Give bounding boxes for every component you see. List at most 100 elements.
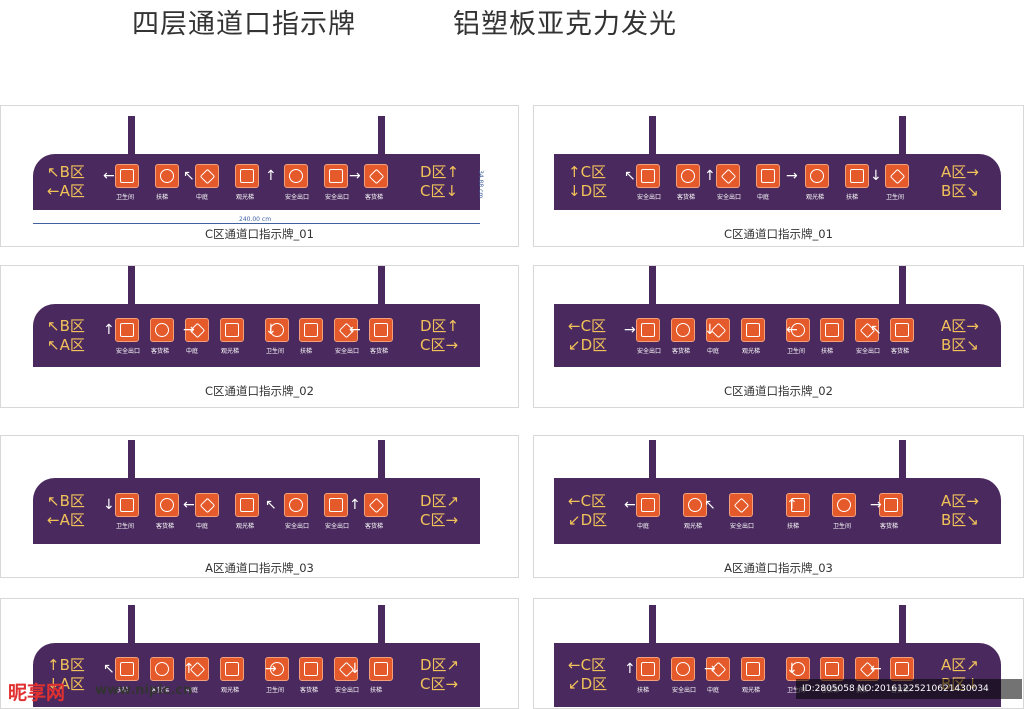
zone-label: ↙D区	[568, 675, 608, 693]
pictogram-label: 中庭	[186, 687, 199, 694]
pictogram-label: 客货梯	[672, 348, 691, 355]
direction-arrow-icon: ↑	[103, 322, 115, 338]
pictogram-glyph-icon	[733, 497, 749, 513]
pictogram-label: 安全出口	[285, 523, 310, 530]
pictogram-icon	[855, 318, 879, 342]
sign-post	[378, 116, 385, 156]
pictogram-icon	[364, 164, 388, 188]
direction-arrow-icon: →	[349, 168, 361, 184]
pictogram-glyph-icon	[889, 168, 905, 184]
pictogram-label: 扶梯	[637, 687, 650, 694]
pictogram-label: 中庭	[707, 348, 720, 355]
zone-label: ↑C区	[568, 163, 607, 181]
zone-label: ←C区	[568, 492, 607, 510]
direction-arrow-icon: ↓	[786, 661, 798, 677]
pictogram-icon	[676, 164, 700, 188]
pictogram-glyph-icon	[160, 169, 174, 183]
pictogram-icon	[890, 318, 914, 342]
zone-label: D区↑	[420, 316, 460, 335]
height-dimension: 34.88 cm	[477, 170, 484, 199]
pictogram-glyph-icon	[850, 169, 864, 183]
pictogram-label: 扶梯	[370, 687, 383, 694]
pictogram-icon	[220, 318, 244, 342]
pictogram-label: 中庭	[186, 348, 199, 355]
sign-caption: C区通道口指示牌_01	[205, 227, 314, 241]
pictogram-label: 安全出口	[637, 194, 662, 201]
pictogram-glyph-icon	[791, 323, 805, 337]
pictogram-label: 安全出口	[325, 523, 350, 530]
zones-left: ↖B区←A区	[47, 154, 85, 210]
zone-label: ↖A区	[47, 335, 85, 354]
direction-arrow-icon: ↖	[624, 168, 636, 184]
pictogram-glyph-icon	[304, 662, 318, 676]
pictogram-glyph-icon	[761, 169, 775, 183]
pictogram-glyph-icon	[368, 497, 384, 513]
direction-arrow-icon: ←	[103, 168, 115, 184]
pictogram-glyph-icon	[791, 498, 805, 512]
zone-label: ↖B区	[47, 163, 85, 181]
pictogram-label: 扶梯	[846, 194, 859, 201]
zone-label: ←A区	[47, 511, 85, 529]
pictogram-icon	[265, 657, 289, 681]
pictogram-glyph-icon	[225, 323, 239, 337]
pictogram-glyph-icon	[120, 498, 134, 512]
pictogram-label: 卫生间	[833, 523, 852, 530]
pictogram-icon	[195, 164, 219, 188]
pictogram-label: 扶梯	[787, 523, 800, 530]
direction-arrow-icon: ↑	[704, 168, 716, 184]
pictogram-label: 中庭	[196, 523, 209, 530]
pictogram-glyph-icon	[720, 168, 736, 184]
zone-label: B区↘	[941, 335, 979, 354]
zones-left: ↑C区↓D区	[568, 154, 607, 210]
direction-arrow-icon: ↖	[704, 497, 716, 513]
direction-arrow-icon: ←	[786, 322, 798, 338]
pictogram-glyph-icon	[837, 498, 851, 512]
pictogram-label: 中庭	[707, 687, 720, 694]
pictogram-label: 安全出口	[335, 348, 360, 355]
watermark-brand: 昵享网	[8, 682, 66, 704]
zone-label: A区→	[941, 492, 979, 510]
direction-arrow-icon: ↓	[704, 322, 716, 338]
pictogram-label: 观光梯	[221, 687, 240, 694]
direction-arrow-icon: →	[870, 497, 882, 513]
pictogram-label: 安全出口	[335, 687, 360, 694]
zone-label: C区→	[420, 335, 459, 354]
pictogram-icon	[364, 493, 388, 517]
pictogram-glyph-icon	[270, 323, 284, 337]
sign-post	[378, 605, 385, 645]
pictogram-label: 卫生间	[266, 687, 285, 694]
pictogram-icon	[150, 657, 174, 681]
page-title: 四层通道口指示牌	[132, 9, 356, 40]
pictogram-icon	[284, 164, 308, 188]
pictogram-icon	[716, 164, 740, 188]
sign-post	[128, 116, 135, 156]
zones-right: D区↑C区→	[420, 304, 459, 367]
direction-arrow-icon: ↑	[349, 497, 361, 513]
zone-label: C区→	[420, 675, 459, 693]
pictogram-glyph-icon	[329, 169, 343, 183]
direction-arrow-icon: →	[624, 322, 636, 338]
pictogram-label: 扶梯	[300, 348, 313, 355]
pictogram-icon	[671, 318, 695, 342]
pictogram-icon	[741, 657, 765, 681]
pictogram-label: 观光梯	[236, 194, 255, 201]
pictogram-icon	[299, 318, 323, 342]
pictogram-label: 卫生间	[116, 523, 135, 530]
pictogram-label: 卫生间	[266, 348, 285, 355]
pictogram-glyph-icon	[374, 323, 388, 337]
sign-post	[899, 440, 906, 480]
pictogram-glyph-icon	[681, 169, 695, 183]
pictogram-glyph-icon	[374, 662, 388, 676]
pictogram-icon	[786, 657, 810, 681]
zone-label: ↖B区	[47, 492, 85, 510]
pictogram-icon	[284, 493, 308, 517]
sign-caption: C区通道口指示牌_02	[724, 384, 833, 398]
sign-post	[649, 266, 656, 306]
pictogram-label: 客货梯	[880, 523, 899, 530]
